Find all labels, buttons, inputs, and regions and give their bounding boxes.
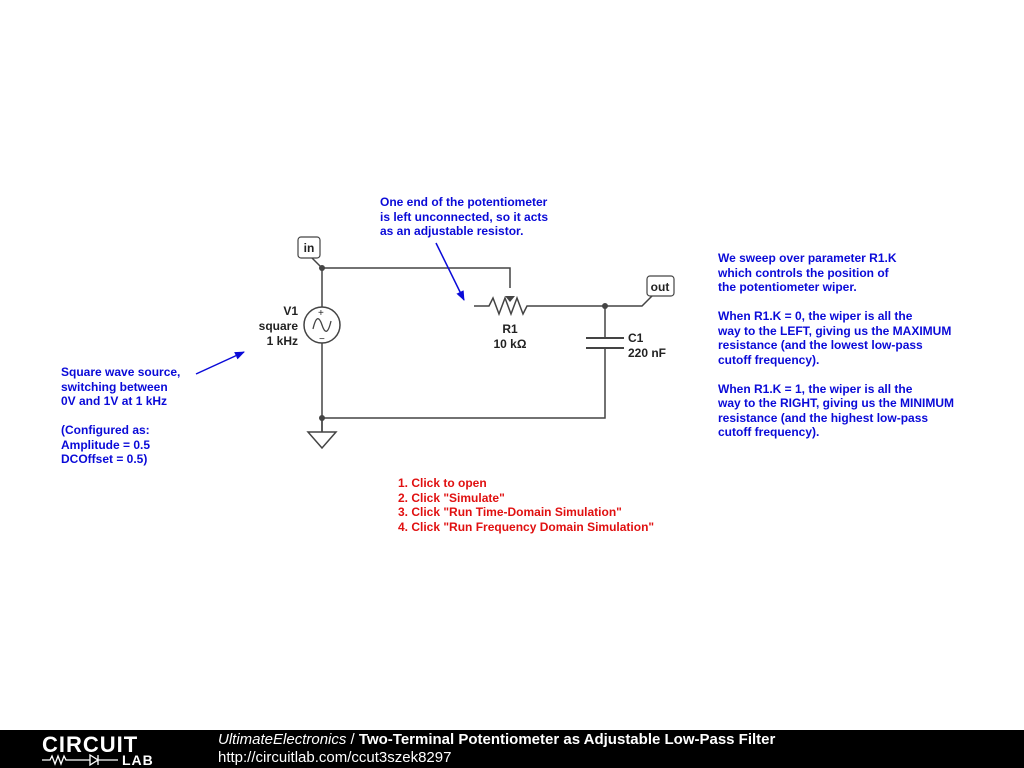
arrow-to-potentiometer (435, 242, 465, 301)
note-line: cutoff frequency). (718, 425, 820, 439)
junction-out (602, 303, 608, 309)
note-line: which controls the position of (718, 265, 889, 280)
note-line: When R1.K = 1, the wiper is all the (718, 381, 913, 396)
sine-wave-icon (312, 318, 332, 332)
net-label-out: out (651, 280, 670, 294)
potentiometer-r1 (474, 295, 532, 317)
schematic: + − in out V1 square 1 kHz R1 10 kΩ C1 2… (195, 236, 675, 450)
svg-text:−: − (319, 334, 325, 345)
voltage-source-v1: + − (303, 306, 341, 345)
r1-value: 10 kΩ (494, 337, 527, 351)
title-separator: / (346, 731, 359, 748)
note-line: way to the RIGHT, giving us the MINIMUM (718, 396, 955, 410)
circuit-url[interactable]: http://circuitlab.com/ccut3szek8297 (218, 749, 452, 766)
note-line: the potentiometer wiper. (718, 280, 857, 294)
junction-top (319, 265, 325, 271)
v1-type: square (259, 319, 299, 333)
note-line: 0V and 1V at 1 kHz (61, 394, 168, 408)
instruction-line: 4. Click "Run Frequency Domain Simulatio… (398, 519, 655, 534)
note-line: resistance (and the lowest low-pass (718, 338, 923, 352)
note-instructions: 1. Click to open 2. Click "Simulate" 3. … (398, 476, 654, 534)
net-label-in: in (304, 241, 315, 255)
ground-icon (306, 418, 338, 450)
note-line (61, 409, 180, 424)
instruction-line: 2. Click "Simulate" (398, 490, 505, 505)
v1-frequency: 1 kHz (267, 334, 298, 348)
circuit-title: Two-Terminal Potentiometer as Adjustable… (358, 731, 776, 748)
c1-name: C1 (628, 331, 644, 345)
logo-bottom-text: LAB (122, 752, 154, 766)
arrow-to-source (195, 351, 245, 375)
note-line: One end of the potentiometer (380, 195, 548, 209)
note-line: We sweep over parameter R1.K (718, 251, 897, 265)
instruction-line: 3. Click "Run Time-Domain Simulation" (398, 505, 622, 519)
schematic-canvas: + − in out V1 square 1 kHz R1 10 kΩ C1 2… (195, 236, 675, 450)
note-potentiometer: One end of the potentiometer is left unc… (380, 195, 548, 239)
note-line: resistance (and the highest low-pass (718, 410, 929, 425)
footer-bar: CIRCUIT LAB UltimateElectronics / Two-Te… (0, 730, 1024, 768)
note-line (718, 367, 954, 382)
note-line: Square wave source, (61, 365, 181, 379)
svg-text:+: + (318, 308, 324, 319)
wire-c1-bottom (322, 349, 606, 419)
footer-caption: UltimateElectronics / Two-Terminal Poten… (218, 731, 775, 767)
note-line: (Configured as: (61, 423, 150, 437)
note-line (718, 295, 954, 310)
r1-name: R1 (502, 322, 518, 336)
wire-r1-out (532, 295, 653, 307)
circuitlab-logo[interactable]: CIRCUIT LAB (40, 732, 180, 766)
note-source: Square wave source, switching between 0V… (61, 365, 180, 467)
net-flag-out: out (646, 275, 675, 297)
footer-title-line: UltimateElectronics / Two-Terminal Poten… (218, 731, 775, 749)
note-line: is left unconnected, so it acts (380, 209, 549, 224)
net-flag-in: in (297, 236, 321, 259)
wiper-arrow-icon (505, 296, 515, 302)
note-line: way to the LEFT, giving us the MAXIMUM (718, 323, 952, 338)
note-line: DCOffset = 0.5) (61, 452, 148, 466)
note-line: When R1.K = 0, the wiper is all the (718, 309, 913, 323)
note-line: switching between (61, 379, 168, 394)
instruction-line: 1. Click to open (398, 476, 487, 490)
author-link[interactable]: UltimateElectronics (218, 731, 347, 748)
resistor-diode-icon (42, 753, 118, 766)
note-line: Amplitude = 0.5 (61, 437, 151, 452)
wire-top (322, 267, 511, 288)
note-sweep: We sweep over parameter R1.K which contr… (718, 251, 954, 440)
capacitor-c1 (586, 337, 624, 349)
note-line: as an adjustable resistor. (380, 224, 524, 238)
logo-top-text: CIRCUIT (42, 732, 138, 757)
c1-value: 220 nF (628, 346, 666, 360)
note-line: cutoff frequency). (718, 352, 820, 367)
v1-name: V1 (283, 304, 298, 318)
